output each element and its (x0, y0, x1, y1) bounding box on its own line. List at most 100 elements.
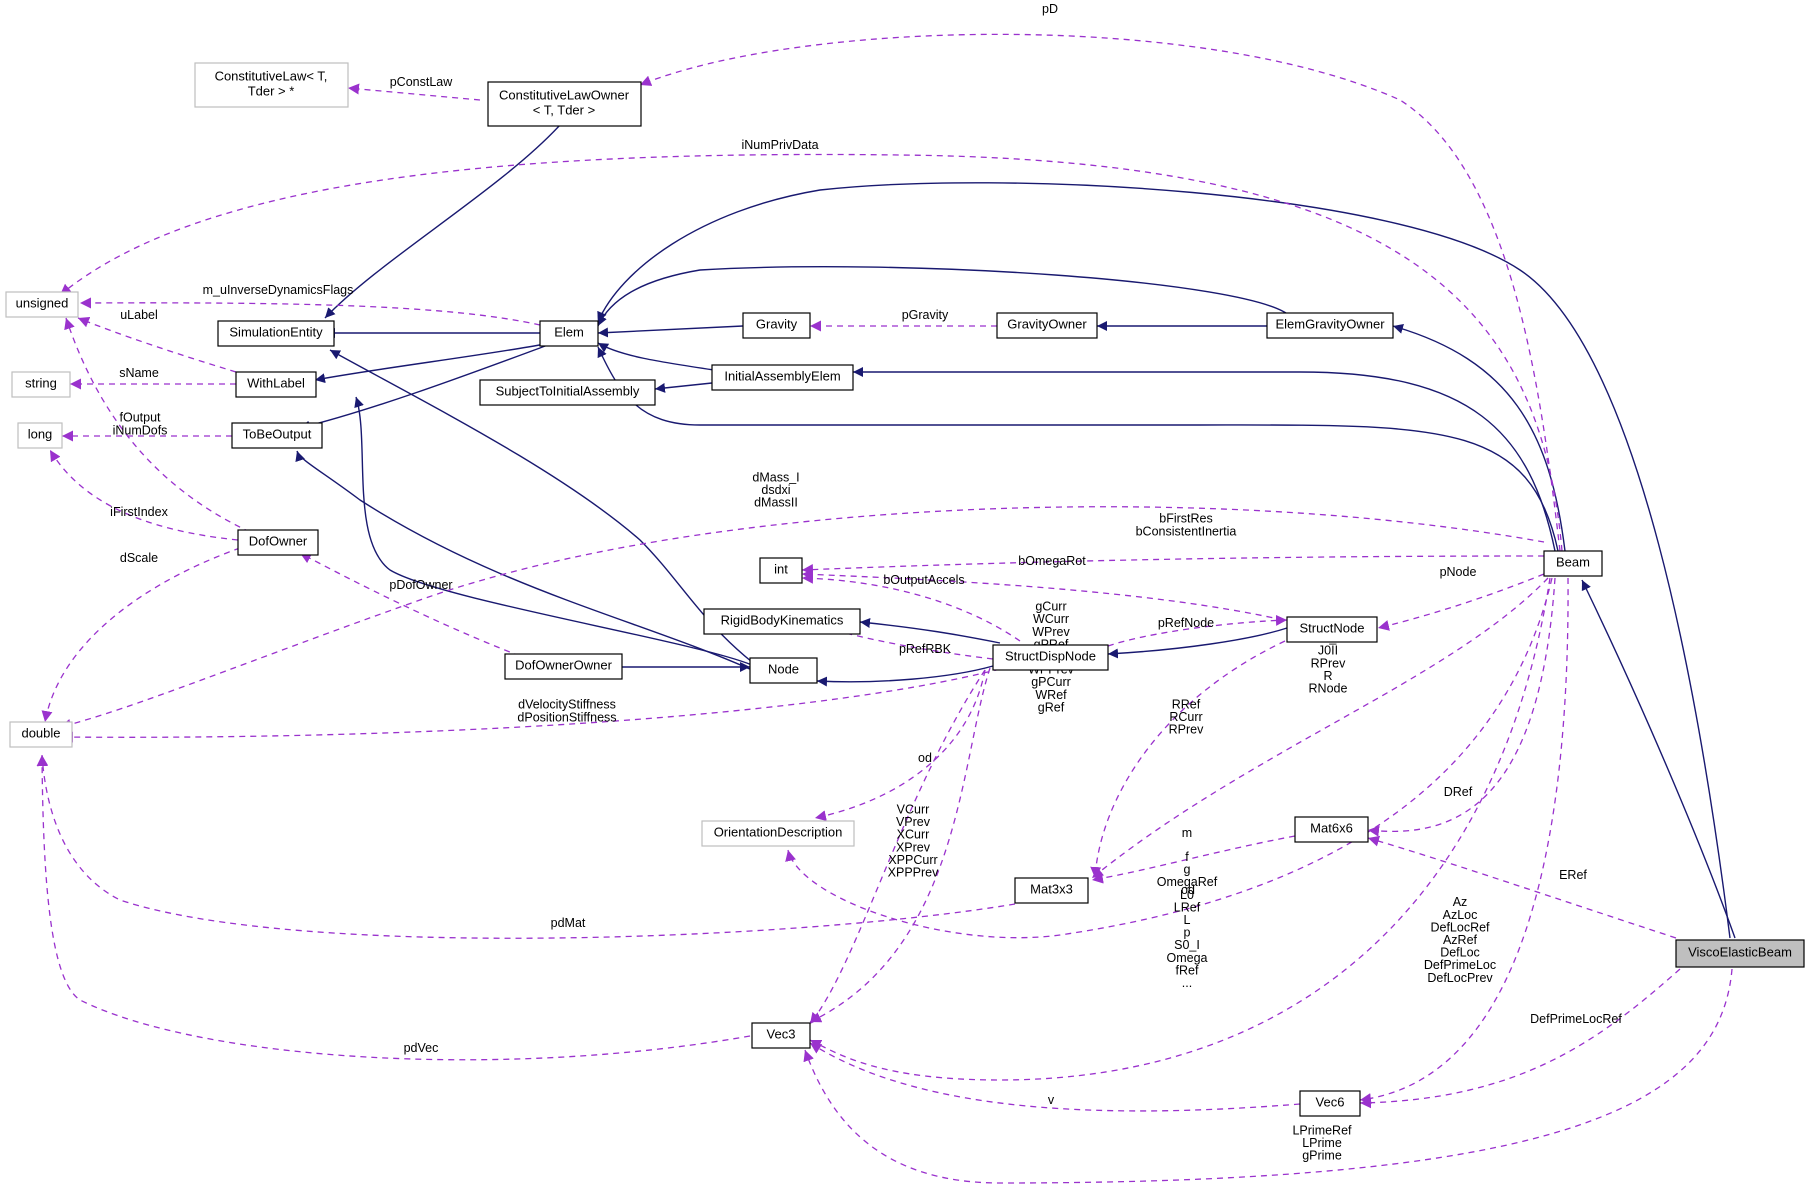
edge-beam-mat3x3 (1091, 577, 1549, 879)
node-string[interactable]: string (11, 371, 71, 398)
text-line: XPrev (896, 841, 931, 855)
text-line: InitialAssemblyElem (724, 369, 840, 384)
text-line: StructNode (1299, 621, 1364, 636)
node-vec3[interactable]: Vec3 (751, 1022, 811, 1049)
text-line: Vec6 (1316, 1095, 1345, 1110)
node-label: GravityOwner (1007, 317, 1087, 332)
text-line: iNumDofs (113, 424, 168, 438)
node-mat3x3[interactable]: Mat3x3 (1014, 877, 1089, 904)
node-label: Beam (1556, 555, 1590, 570)
node-constitutivelaw[interactable]: ConstitutiveLaw< T,Tder > * (194, 62, 349, 108)
edge-v (809, 1042, 1301, 1112)
edge-pConstLaw (347, 83, 481, 101)
edge-label-pD: pD (1042, 2, 1058, 16)
text-line: unsigned (16, 296, 69, 311)
edge-node-withlabel (354, 396, 753, 666)
edge-iNumPrivData (59, 153, 1563, 552)
text-line: L (1184, 913, 1191, 927)
node-unsigned[interactable]: unsigned (5, 291, 79, 318)
edge-dScale (41, 547, 241, 723)
edge-beam-vec6 (1359, 577, 1569, 1105)
edge-node-tobeoutput (295, 450, 753, 671)
edge-od1 (814, 669, 986, 822)
edge-label-pRefRBK: pRefRBK (899, 642, 952, 656)
node-elemgravityowner[interactable]: ElemGravityOwner (1266, 312, 1394, 339)
text-line: Mat3x3 (1030, 882, 1073, 897)
text-line: pGravity (902, 308, 949, 322)
node-label: StructNode (1299, 621, 1364, 636)
edge-label-uLabel: uLabel (120, 308, 158, 322)
text-line: iFirstIndex (110, 505, 168, 519)
node-dofowner[interactable]: DofOwner (237, 529, 319, 556)
text-line: v (1048, 1093, 1055, 1107)
node-mat6x6[interactable]: Mat6x6 (1294, 816, 1369, 843)
node-long[interactable]: long (17, 422, 63, 449)
text-line: pdMat (551, 916, 586, 930)
node-rigidbodykinematics[interactable]: RigidBodyKinematics (703, 608, 861, 635)
edge-label-od1: od (918, 751, 932, 765)
node-simulationentity[interactable]: SimulationEntity (217, 320, 335, 347)
node-structnode[interactable]: StructNode (1286, 616, 1378, 643)
node-elem[interactable]: Elem (539, 320, 599, 347)
node-label: int (774, 562, 788, 577)
text-line: od (918, 751, 932, 765)
node-subjecttoinitialassembly[interactable]: SubjectToInitialAssembly (479, 379, 656, 406)
text-line: gRef (1038, 701, 1065, 715)
edge-iFirstIndex (49, 449, 239, 541)
text-line: ViscoElasticBeam (1688, 945, 1792, 960)
text-line: XCurr (897, 828, 930, 842)
node-gravityowner[interactable]: GravityOwner (996, 312, 1098, 339)
edge-pdVec (36, 754, 751, 1061)
edge-bFirstRes (801, 555, 1545, 576)
node-int[interactable]: int (759, 557, 803, 584)
edge-iNumDofs (64, 317, 251, 533)
node-initialassemblyelem[interactable]: InitialAssemblyElem (711, 364, 854, 391)
node-gravity[interactable]: Gravity (742, 312, 811, 339)
edge-label-pDofOwner: pDofOwner (389, 578, 452, 592)
text-line: uLabel (120, 308, 158, 322)
text-line: Elem (554, 325, 584, 340)
text-line: dMass_I (752, 471, 799, 485)
text-line: WithLabel (247, 376, 305, 391)
text-line: bOmegaRot (1018, 554, 1086, 568)
text-line: dPositionStiffness (517, 711, 616, 725)
text-line: DofOwnerOwner (515, 658, 612, 673)
edge-label-DRef: DRef (1444, 785, 1473, 799)
node-orientationdescription[interactable]: OrientationDescription (701, 820, 855, 847)
node-withlabel[interactable]: WithLabel (235, 371, 317, 398)
edge-m_uInverse (79, 297, 541, 326)
text-line: m_uInverseDynamicsFlags (203, 283, 354, 297)
node-beam[interactable]: Beam (1543, 550, 1603, 577)
text-line: pNode (1440, 565, 1477, 579)
edge-constitutivelawowner-simulationentity (324, 124, 561, 319)
edge-viscoelastic-beam (1581, 579, 1736, 939)
node-node[interactable]: Node (749, 657, 818, 684)
text-line: ElemGravityOwner (1275, 317, 1385, 332)
edge-structnode-mat3x3 (1090, 640, 1286, 879)
edge-node-simulationentity (329, 349, 753, 663)
text-line: dsdxi (761, 483, 790, 497)
edge-label-pdVec: pdVec (404, 1041, 439, 1055)
node-tobeoutput[interactable]: ToBeOutput (231, 422, 323, 449)
node-dofownerowner[interactable]: DofOwnerOwner (504, 653, 623, 680)
edge-ERef (1367, 835, 1677, 939)
text-line: VPrev (896, 815, 931, 829)
node-viscoelasticbeam[interactable]: ViscoElasticBeam (1675, 939, 1805, 968)
node-constitutivelawowner[interactable]: ConstitutiveLawOwner< T, Tder > (487, 81, 642, 127)
text-line: ERef (1559, 868, 1587, 882)
edge-pD (639, 33, 1561, 552)
node-structdispnode[interactable]: StructDispNode (992, 644, 1109, 671)
text-line: J0II (1318, 644, 1338, 658)
text-line: pdVec (404, 1041, 439, 1055)
text-line: RPrev (1311, 657, 1346, 671)
text-line: pRefRBK (899, 642, 952, 656)
node-double[interactable]: double (9, 721, 73, 748)
text-line: StructDispNode (1005, 649, 1096, 664)
edge-gravity-elem (597, 325, 744, 338)
node-vec6[interactable]: Vec6 (1299, 1090, 1361, 1117)
